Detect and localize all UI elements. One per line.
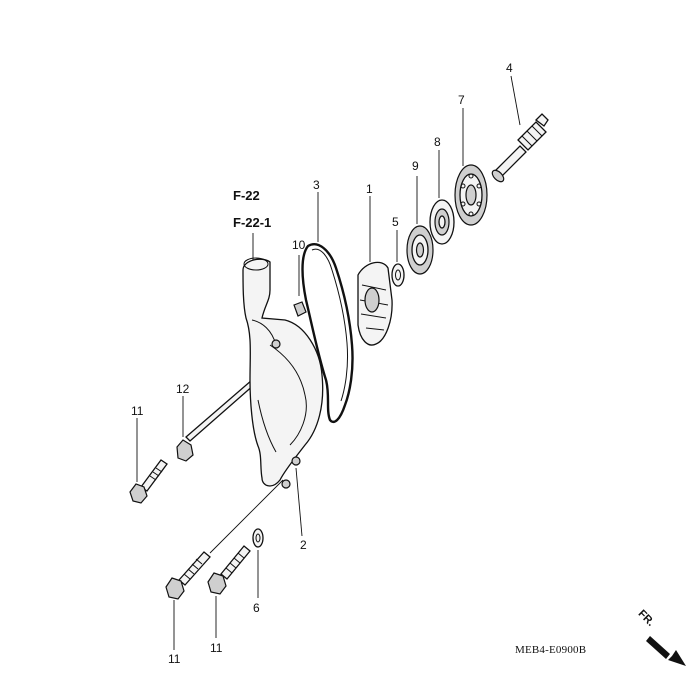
- callout-2: 2: [300, 538, 307, 552]
- seal-9: [406, 176, 434, 275]
- bolt-11-bottom-left: [165, 479, 284, 650]
- callout-5: 5: [392, 215, 399, 229]
- reference-label-f22: F-22: [233, 188, 260, 203]
- bolt-11-left: [129, 418, 168, 504]
- callout-8: 8: [434, 135, 441, 149]
- reference-label-f22-1: F-22-1: [233, 215, 271, 230]
- callout-1: 1: [366, 182, 373, 196]
- callout-12: 12: [176, 382, 190, 396]
- callout-11-bottom-mid: 11: [210, 641, 223, 655]
- impeller-1: [357, 196, 393, 346]
- bolt-11-bottom-mid: [207, 545, 251, 638]
- callout-11-left: 11: [131, 404, 144, 418]
- callout-2-leader: [295, 467, 303, 537]
- callout-11-bottom-left: 11: [168, 652, 181, 666]
- washer-6: [252, 528, 264, 598]
- callout-10: 10: [292, 238, 306, 252]
- front-direction-arrow-icon: [646, 636, 686, 666]
- callout-7: 7: [458, 93, 465, 107]
- direction-marker: FR.: [636, 608, 657, 629]
- callout-4: 4: [506, 61, 513, 75]
- washer-5: [391, 230, 405, 287]
- bearing-7: [454, 108, 488, 226]
- dowel-pin-10: [293, 255, 307, 317]
- shaft-4: [491, 75, 549, 183]
- seal-8: [429, 150, 455, 245]
- o-ring-3: [301, 192, 354, 424]
- callout-9: 9: [412, 159, 419, 173]
- callout-6: 6: [253, 601, 260, 615]
- water-pump-cover: [242, 257, 324, 489]
- callout-3: 3: [313, 178, 320, 192]
- figure-code: MEB4-E0900B: [515, 644, 586, 656]
